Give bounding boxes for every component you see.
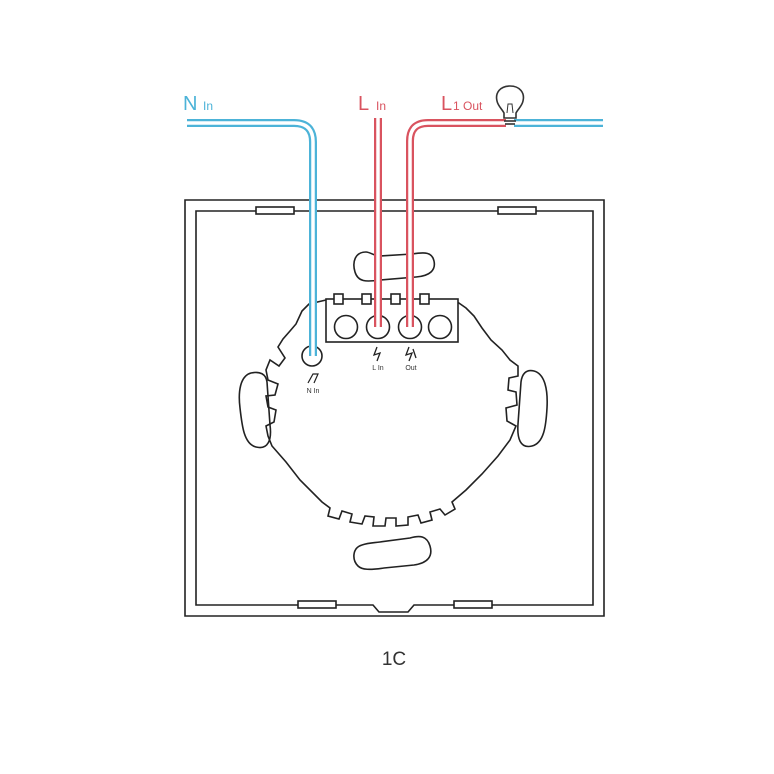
- load-out-label-main: L: [441, 93, 452, 115]
- right-slot: [517, 369, 548, 448]
- lightning-icon: [372, 346, 382, 362]
- live-in-label-sub: In: [376, 99, 386, 113]
- lightning-icon: [404, 346, 417, 362]
- terminal-l-label: L In: [372, 365, 384, 372]
- live-in-label-main: L: [358, 93, 369, 115]
- top-slot: [353, 251, 436, 282]
- switch-back-frame: [184, 199, 605, 617]
- neutral-in-label-main: N: [183, 93, 197, 115]
- terminal-1: [333, 314, 359, 340]
- neutral-wire: [187, 119, 317, 356]
- terminal-4: [427, 314, 453, 340]
- terminal-n-label: N In: [307, 388, 320, 395]
- load-out-label-sub: 1 Out: [453, 99, 483, 113]
- bottom-right-clip: [453, 600, 493, 609]
- mechanism-body: [265, 299, 519, 527]
- terminal-out-label: Out: [405, 365, 416, 372]
- terminal-block: L In Out: [325, 293, 459, 372]
- lightning-icon: [307, 373, 319, 384]
- model-label: 1C: [382, 649, 406, 670]
- top-left-clip: [255, 206, 295, 215]
- bottom-left-clip: [297, 600, 337, 609]
- load-out-wire: [406, 119, 603, 327]
- light-bulb-icon: [495, 85, 525, 125]
- neutral-in-label-sub: In: [203, 99, 213, 113]
- top-right-clip: [497, 206, 537, 215]
- bottom-slot: [353, 535, 432, 571]
- left-slot: [238, 371, 272, 449]
